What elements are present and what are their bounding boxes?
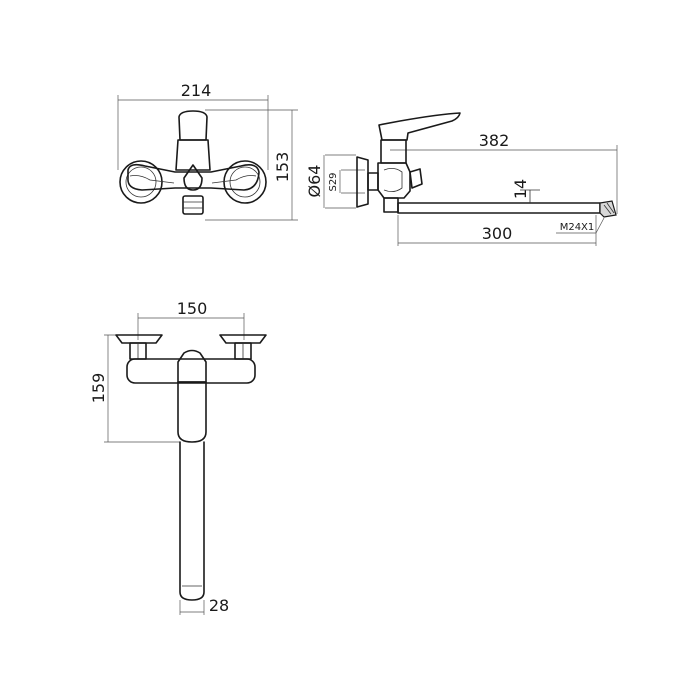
side-lever — [378, 112, 461, 141]
top-left-flange — [115, 334, 163, 344]
side-spout-height-label: 14 — [511, 179, 530, 199]
side-thread-label: S29 — [328, 172, 339, 191]
side-diameter-label: Ø64 — [305, 165, 324, 198]
front-view: 214 153 — [117, 81, 298, 221]
side-spout — [397, 202, 601, 214]
top-spout — [179, 441, 205, 601]
top-center-distance-label: 150 — [177, 299, 208, 318]
front-height-label: 153 — [273, 152, 292, 183]
mixer-body — [127, 163, 260, 191]
top-right-flange — [219, 334, 267, 344]
side-body — [377, 162, 411, 199]
top-depth-label: 159 — [89, 373, 108, 404]
diverter-knob — [183, 164, 203, 191]
front-width-label: 214 — [181, 81, 212, 100]
side-reach-label: 382 — [479, 131, 510, 150]
aerator — [599, 200, 617, 218]
lever-handle — [178, 110, 208, 141]
top-body — [126, 358, 256, 384]
side-view: 382 Ø64 S29 14 — [305, 112, 618, 246]
left-flange — [119, 160, 163, 204]
top-spout-width-label: 28 — [209, 596, 229, 615]
side-flange — [356, 156, 369, 208]
top-lever — [177, 349, 207, 383]
right-flange — [223, 160, 267, 204]
front-outlet — [182, 195, 204, 215]
top-view: 150 159 28 — [89, 299, 267, 615]
side-nozzle-thread-label: M24X1 — [560, 222, 595, 233]
side-spout-length-label: 300 — [482, 224, 513, 243]
